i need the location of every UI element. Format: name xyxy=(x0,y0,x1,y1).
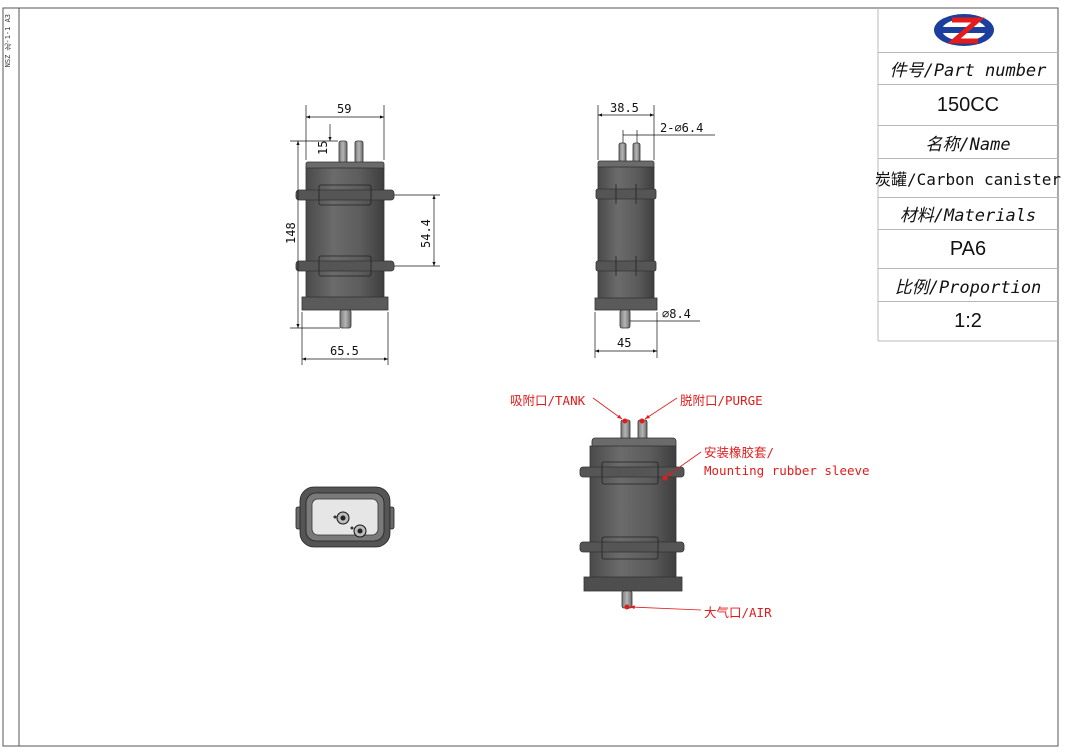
side-nozzle-dia-label: 2-∅6.4 xyxy=(660,121,703,135)
sleeve-callout-line2: Mounting rubber sleeve xyxy=(704,463,870,478)
callout-view xyxy=(579,418,685,610)
side-bottom-width-label: 45 xyxy=(617,336,631,350)
tank-callout: 吸附口/TANK xyxy=(510,393,586,408)
front-bottom-width-label: 65.5 xyxy=(330,344,359,358)
purge-callout: 脱附口/PURGE xyxy=(680,393,763,408)
name-label: 名称/Name xyxy=(878,125,1058,158)
sleeve-callout-line1: 安装橡胶套/ xyxy=(704,445,774,460)
sheet-border-strip xyxy=(2,7,20,747)
title-block-frame xyxy=(877,8,1058,342)
part-number-label: 件号/Part number xyxy=(878,52,1058,84)
front-nozzle-height-label: 15 xyxy=(316,141,330,155)
materials-label: 材料/Materials xyxy=(878,197,1058,229)
name-value: 炭罐/Carbon canister xyxy=(875,158,1061,197)
part-number-value: 150CC xyxy=(878,84,1058,125)
callout-leaders xyxy=(592,397,702,611)
zh-logo-icon xyxy=(934,14,994,46)
side-top-width-label: 38.5 xyxy=(610,101,639,115)
side-air-dia-label: ∅8.4 xyxy=(662,307,691,321)
proportion-value: 1:2 xyxy=(878,301,1058,341)
proportion-label: 比例/Proportion xyxy=(878,268,1058,301)
front-total-height-label: 148 xyxy=(284,222,298,244)
front-sleeve-spacing-label: 54.4 xyxy=(419,219,433,248)
sheet-side-note: NSZ 北-1-1 A3 xyxy=(4,14,12,68)
front-top-width-label: 59 xyxy=(337,102,351,116)
side-view-dimensions xyxy=(594,105,715,358)
front-view-dimensions xyxy=(290,105,440,365)
materials-value: PA6 xyxy=(878,229,1058,268)
side-view xyxy=(594,142,658,329)
front-view xyxy=(295,140,395,329)
top-view xyxy=(295,486,395,548)
air-callout: 大气口/AIR xyxy=(704,605,772,620)
